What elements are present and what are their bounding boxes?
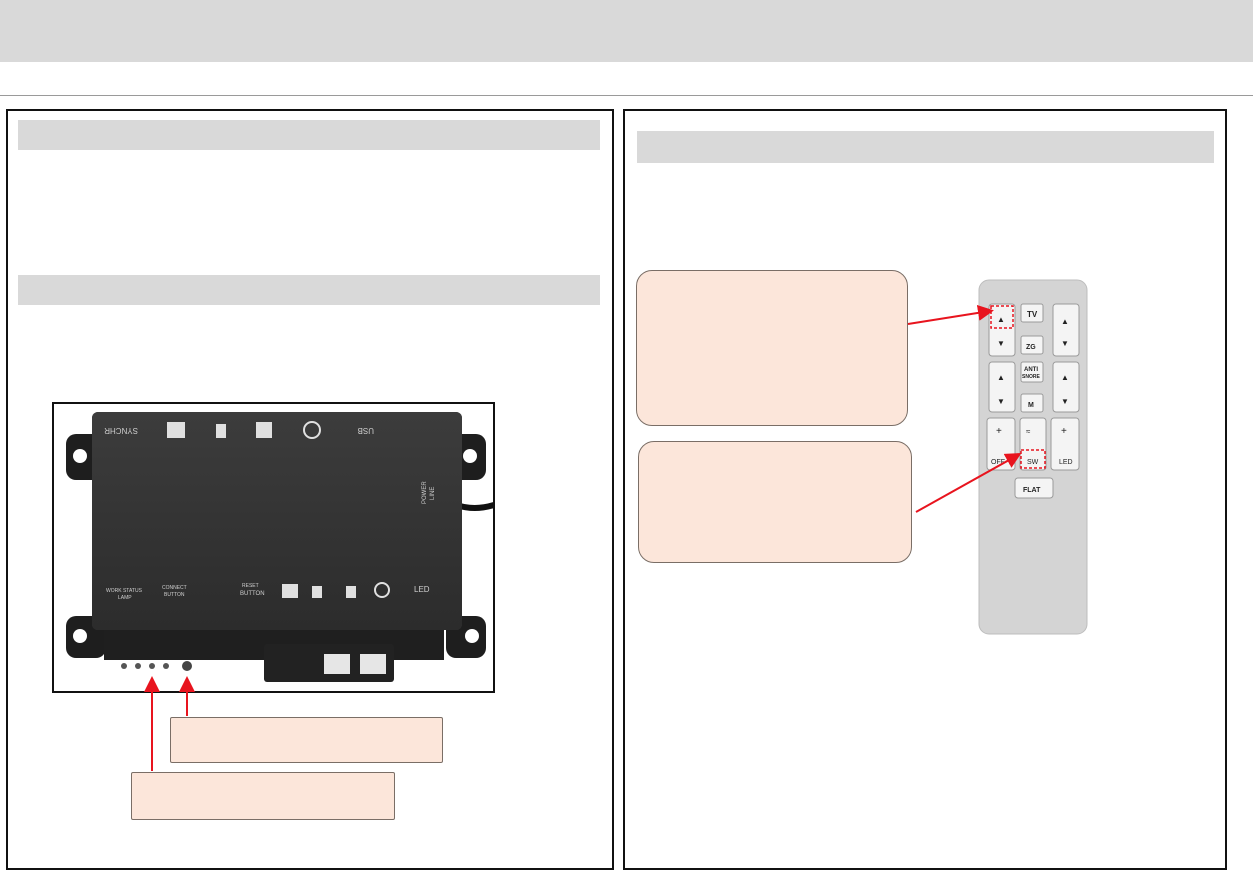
wifi-icon: ≈: [1026, 427, 1031, 436]
flat-label: FLAT: [1023, 487, 1041, 494]
remote-control-illustration: ▲ ▼ TV ZG ▲ ▼ ▲ ▼ ANTI SNORE M ▲ ▼ + OFF…: [978, 279, 1088, 635]
plus-label: +: [1061, 426, 1067, 437]
head-adjust-button: [988, 303, 1016, 357]
sw-button-callout: [638, 441, 912, 563]
section-header-bar-1: [18, 120, 600, 150]
bed-head-icon: [167, 422, 185, 438]
tilt-adjust-button: [1052, 361, 1080, 413]
sw-button: [1019, 417, 1047, 471]
anti-label: ANTI: [1024, 367, 1038, 373]
led-label: LED: [414, 585, 430, 594]
connect-button-callout: [170, 717, 443, 763]
top-banner: [0, 0, 1253, 62]
m-label: M: [1028, 402, 1034, 409]
status-led: [149, 663, 155, 669]
lamp-label: LAMP: [118, 595, 132, 601]
connect-button-hole: [182, 661, 192, 671]
foot-adjust-button: [1052, 303, 1080, 357]
control-box-illustration: SYNCHR USB POWER LINE WORK STATUS LAMP C…: [66, 412, 493, 682]
up-arrow-icon: ▲: [1061, 373, 1069, 382]
synchr-label: SYNCHR: [104, 426, 138, 435]
down-arrow-icon: ▼: [1061, 397, 1069, 406]
divider: [0, 95, 1253, 96]
up-arrow-icon: ▲: [1061, 317, 1069, 326]
plus-label: +: [996, 426, 1002, 437]
power-label: POWER: [422, 481, 428, 504]
memory-button: [1020, 393, 1044, 413]
snore-label: SNORE: [1022, 374, 1040, 380]
head-up-callout: [636, 270, 908, 426]
zg-button: [1020, 335, 1044, 355]
anti-snore-button: [1020, 361, 1044, 383]
led-button: [1050, 417, 1080, 471]
down-arrow-icon: ▼: [997, 397, 1005, 406]
face-icon: [374, 582, 390, 598]
control-box-photo: SYNCHR USB POWER LINE WORK STATUS LAMP C…: [52, 402, 495, 693]
connect-label: CONNECT: [162, 585, 187, 591]
work-status-label: WORK STATUS: [106, 588, 143, 594]
usb-label: USB: [358, 426, 374, 435]
leg-icon: [346, 586, 356, 598]
line-label: LINE: [430, 487, 436, 500]
leg-icon: [312, 586, 322, 598]
status-led: [163, 663, 169, 669]
reset-label: RESET: [242, 583, 259, 589]
down-arrow-icon: ▼: [1061, 339, 1069, 348]
connector-port: [324, 654, 350, 674]
section-header-bar-2: [18, 275, 600, 305]
off-label: OFF: [991, 459, 1005, 466]
lumbar-adjust-button: [988, 361, 1016, 413]
massage-icon: [256, 422, 272, 438]
sw-label: SW: [1027, 459, 1039, 466]
leg-icon: [216, 424, 226, 438]
tv-button: [1020, 303, 1044, 323]
work-status-callout: [131, 772, 395, 820]
connector-port: [360, 654, 386, 674]
status-led: [121, 663, 127, 669]
face-icon: [303, 421, 321, 439]
section-header-bar-3: [637, 131, 1214, 163]
reset-button-label: BUTTON: [240, 591, 265, 597]
down-arrow-icon: ▼: [997, 339, 1005, 348]
led-label: LED: [1059, 459, 1073, 466]
tv-label: TV: [1027, 310, 1038, 319]
status-led: [135, 663, 141, 669]
up-arrow-icon: ▲: [997, 373, 1005, 382]
zg-label: ZG: [1026, 344, 1036, 351]
bed-head-icon: [282, 584, 298, 598]
button-label: BUTTON: [164, 592, 185, 598]
up-arrow-icon: ▲: [997, 315, 1005, 324]
